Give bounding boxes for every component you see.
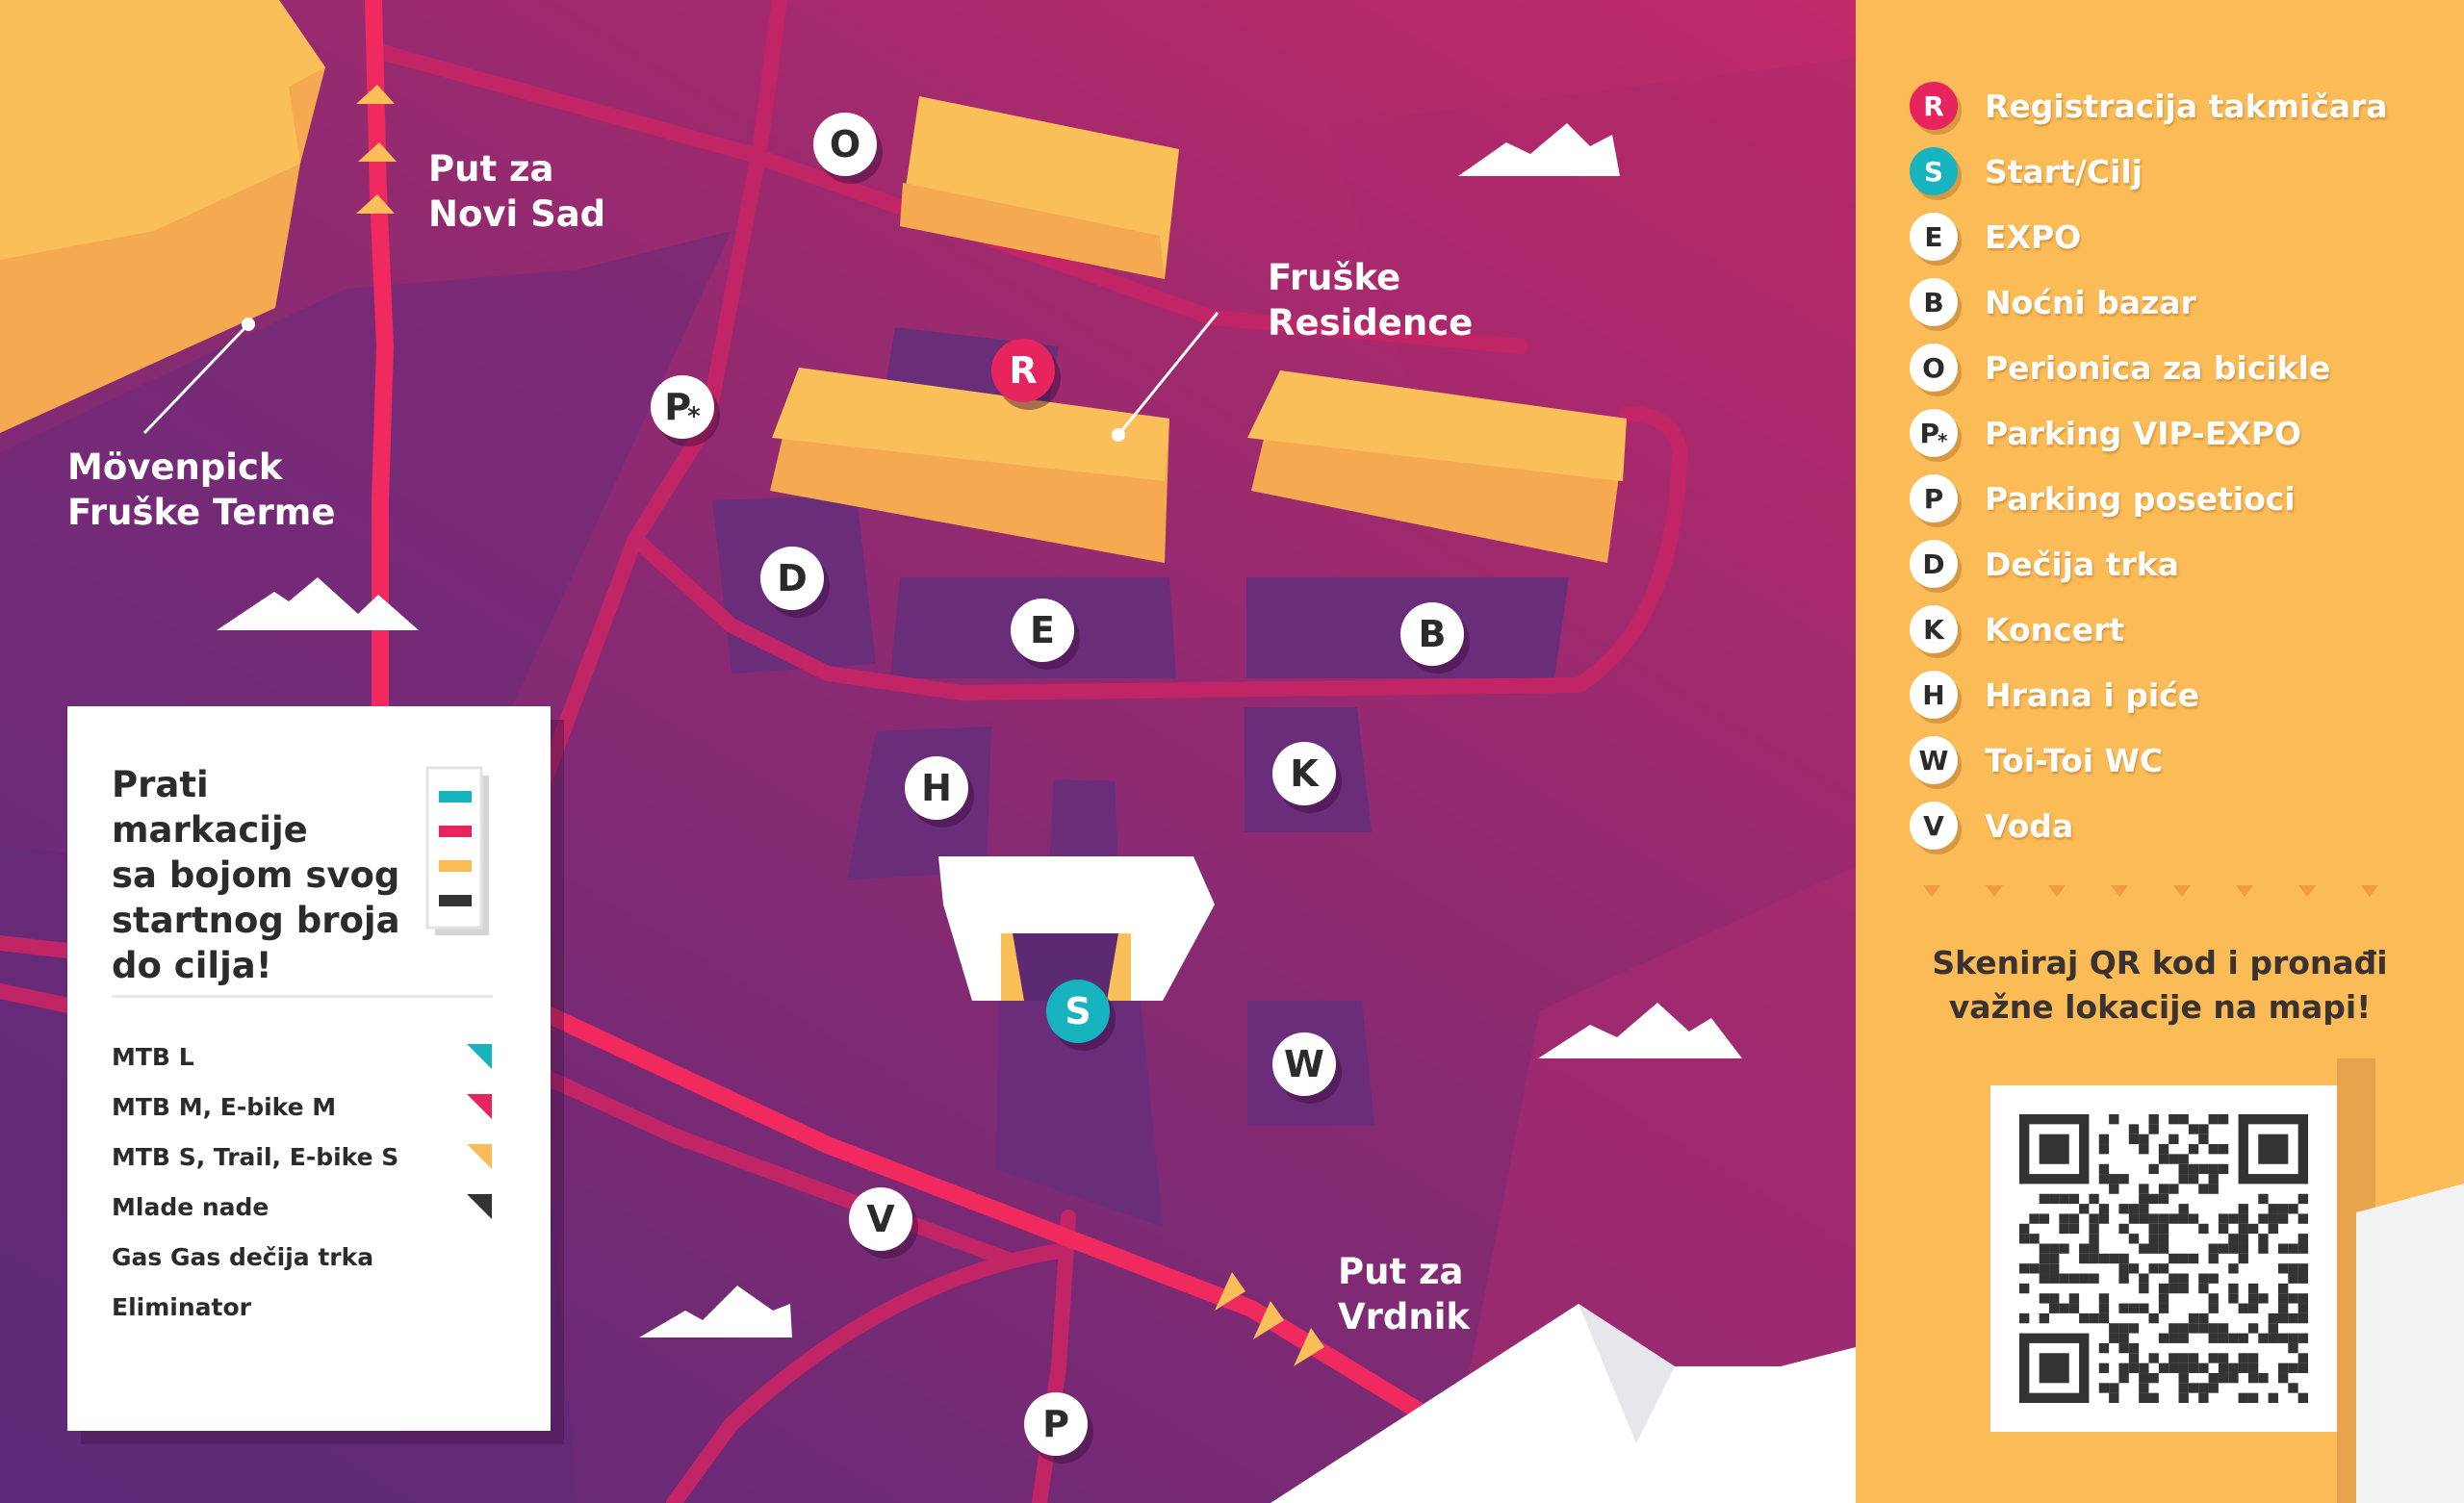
map-marker-w[interactable]: W [1272, 1032, 1336, 1096]
route-card-heading: Prati markacije sa bojom svog startnog b… [112, 764, 400, 986]
legend-marker-icon: H [1910, 671, 1958, 719]
legend-marker-icon: B [1910, 278, 1958, 326]
map-marker-o[interactable]: O [813, 113, 877, 176]
route-item: MTB L [112, 1043, 194, 1071]
legend-marker-icon: P* [1910, 409, 1958, 457]
legend-item: S Start/Cilj [1910, 144, 2143, 198]
legend-letter: B [1923, 286, 1944, 318]
map-marker-h[interactable]: H [905, 756, 968, 820]
legend-label: Registracija takmičara [1985, 87, 2388, 125]
legend-marker-icon: R [1910, 82, 1958, 130]
legend-letter: O [1922, 351, 1945, 384]
map-marker-v[interactable]: V [849, 1187, 912, 1251]
marker-letter: V [866, 1198, 895, 1240]
marker-letter: H [921, 767, 952, 809]
marker-letter: B [1418, 613, 1447, 655]
legend-item: R Registracija takmičara [1910, 79, 2388, 133]
legend-label: Start/Cilj [1985, 152, 2143, 191]
legend-item: P Parking posetioci [1910, 471, 2296, 525]
map-marker-b[interactable]: B [1400, 602, 1464, 666]
route-legend-card: Prati markacije sa bojom svog startnog b… [67, 706, 551, 1431]
legend-letter: V [1923, 809, 1944, 842]
legend-letter: P [1923, 482, 1944, 515]
legend-marker-icon: P [1910, 474, 1958, 522]
qr-shadow [2337, 1058, 2464, 1503]
label-movenpick: Mövenpick Fruške Terme [67, 446, 336, 533]
legend-label: Noćni bazar [1985, 283, 2196, 321]
route-flag-icon [467, 1194, 492, 1219]
route-flag-icon [467, 1144, 492, 1169]
legend-marker-icon: K [1910, 605, 1958, 653]
marker-letter: R [1009, 349, 1038, 392]
legend-item: K Koncert [1910, 602, 2124, 656]
legend-item: D Dečija trka [1910, 537, 2179, 591]
label-novi-sad: Put za Novi Sad [428, 148, 606, 235]
legend-letter: R [1923, 89, 1944, 122]
legend-marker-icon: O [1910, 344, 1958, 392]
legend-label: Hrana i piće [1985, 675, 2200, 714]
legend-item: P* Parking VIP-EXPO [1910, 406, 2301, 460]
legend-label: Perionica za bicikle [1985, 348, 2331, 387]
legend-marker-icon: D [1910, 540, 1958, 588]
qr-code-icon [2019, 1114, 2308, 1403]
legend-marker-icon: W [1910, 736, 1958, 784]
marker-letter: D [777, 557, 808, 599]
route-flag-icon [467, 1044, 492, 1069]
map-marker-pvip[interactable]: P* [651, 375, 714, 439]
route-item: Gas Gas dečija trka [112, 1243, 374, 1271]
marker-letter: P [664, 386, 692, 428]
map-marker-s[interactable]: S [1046, 980, 1110, 1043]
legend-letter: D [1922, 548, 1945, 580]
legend-item: V Voda [1910, 799, 2073, 853]
legend-label: Parking posetioci [1985, 479, 2296, 518]
route-item: MTB S, Trail, E-bike S [112, 1143, 399, 1171]
legend-letter: W [1918, 744, 1949, 777]
label-vrdnik: Put za Vrdnik [1338, 1251, 1470, 1337]
legend-letter: S [1923, 155, 1944, 188]
legend-letter: E [1924, 220, 1943, 253]
legend-label: Koncert [1985, 610, 2125, 649]
label-fruske-residence: Fruške Residence [1268, 257, 1474, 344]
legend-marker-icon: V [1910, 802, 1958, 850]
marker-star: * [687, 402, 701, 431]
route-item: MTB M, E-bike M [112, 1093, 337, 1121]
map-marker-p[interactable]: P [1024, 1392, 1088, 1456]
legend-letter: P [1919, 417, 1940, 449]
legend-label: Dečija trka [1985, 545, 2179, 583]
marker-letter: O [829, 123, 861, 166]
marker-letter: E [1030, 609, 1055, 651]
legend-label: Voda [1985, 806, 2074, 845]
qr-code[interactable] [1990, 1085, 2337, 1432]
route-item: Eliminator [112, 1293, 251, 1321]
route-card-divider [112, 995, 493, 998]
route-item: Mlade nade [112, 1193, 270, 1221]
marker-letter: S [1065, 990, 1091, 1032]
legend-label: EXPO [1985, 217, 2082, 256]
legend-item: E EXPO [1910, 210, 2081, 264]
qr-instruction: Skeniraj QR kod i pronađi važne lokacije… [1932, 944, 2388, 1026]
map-marker-d[interactable]: D [760, 547, 824, 610]
route-flag-icon [467, 1094, 492, 1119]
legend-item: O Perionica za bicikle [1910, 341, 2330, 395]
color-swatch-card-icon [425, 766, 489, 935]
legend-label: Toi-Toi WC [1985, 741, 2164, 779]
zigzag-divider [1923, 885, 2378, 897]
legend-letter: K [1923, 613, 1944, 646]
legend-label: Parking VIP-EXPO [1985, 414, 2302, 452]
legend-marker-icon: S [1910, 147, 1958, 195]
map-marker-k[interactable]: K [1272, 742, 1336, 805]
legend-letter: H [1922, 678, 1945, 711]
legend-item: H Hrana i piće [1910, 668, 2199, 722]
marker-letter: K [1290, 752, 1319, 795]
marker-letter: W [1284, 1043, 1324, 1085]
legend-marker-icon: E [1910, 213, 1958, 261]
map-marker-e[interactable]: E [1011, 599, 1074, 662]
legend-item: W Toi-Toi WC [1910, 733, 2163, 787]
marker-letter: P [1042, 1403, 1069, 1445]
legend-star: * [1938, 429, 1948, 452]
legend-item: B Noćni bazar [1910, 275, 2196, 329]
map-marker-r[interactable]: R [991, 339, 1055, 402]
